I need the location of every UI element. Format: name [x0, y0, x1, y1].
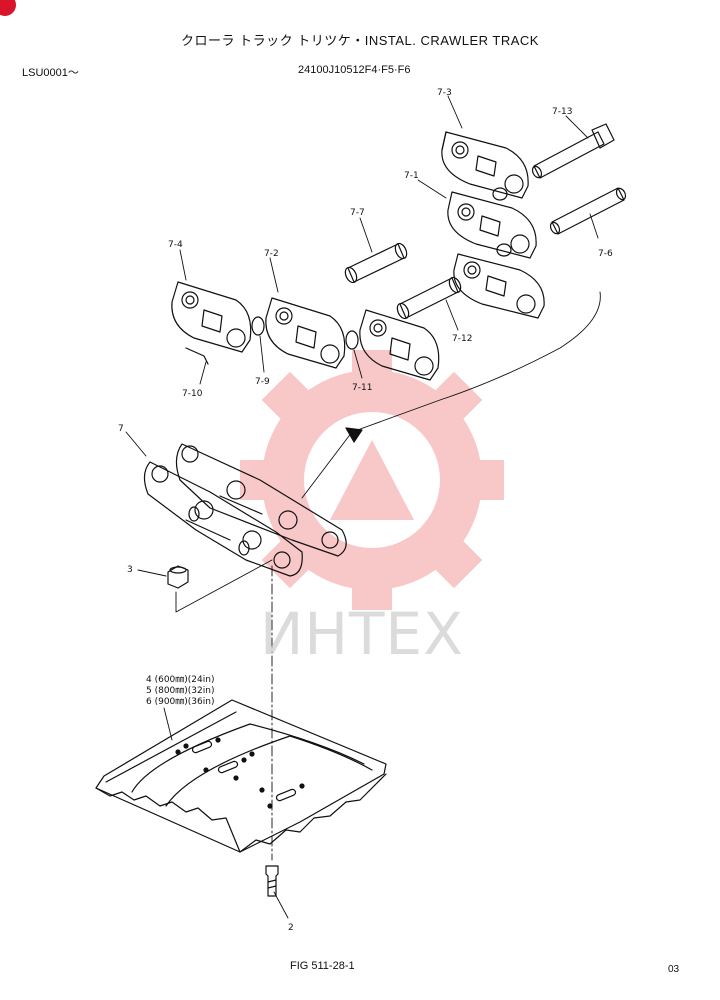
nut-3: [167, 565, 189, 589]
label-7-6: 7-6: [598, 249, 613, 259]
master-pin-7-13: [531, 123, 615, 179]
label-7-1: 7-1: [404, 171, 419, 181]
label-7-2: 7-2: [264, 249, 279, 259]
label-7: 7: [118, 424, 124, 434]
label-7-12: 7-12: [452, 334, 472, 344]
label-3: 3: [127, 565, 133, 575]
model-code: 24100J10512F4·F5·F6: [298, 64, 411, 76]
bushing-7-7: [344, 242, 408, 284]
watermark-text: ИНТЕХ: [260, 600, 464, 668]
label-7-11: 7-11: [352, 383, 372, 393]
label-shoe-600: 4 (600㎜)(24in): [146, 675, 214, 685]
label-shoe-800: 5 (800㎜)(32in): [146, 686, 214, 696]
label-shoe-900: 6 (900㎜)(36in): [146, 697, 214, 707]
label-7-10: 7-10: [182, 389, 203, 399]
pin-7-6: [549, 187, 627, 235]
seal-ring-7-11: [345, 330, 359, 350]
label-7-3: 7-3: [437, 88, 452, 98]
track-link-7-1: [447, 191, 537, 259]
corner-marker: [0, 0, 16, 16]
label-7-13: 7-13: [552, 107, 572, 117]
page-title: クローラ トラック トリツケ・INSTAL. CRAWLER TRACK: [181, 33, 539, 48]
label-2: 2: [288, 923, 294, 933]
label-7-9: 7-9: [255, 377, 270, 387]
page-number: 03: [668, 964, 680, 975]
track-link-7-4: [171, 281, 252, 353]
track-link-lower-right: [453, 253, 545, 319]
shoe-bolt-2: [265, 865, 279, 897]
track-link-middle: [359, 309, 440, 381]
bushing-7-12: [396, 276, 462, 320]
serial-range: LSU0001～: [22, 67, 79, 79]
track-link-7-2: [265, 297, 346, 369]
assembled-track-link-7: [143, 443, 347, 577]
label-7-4: 7-4: [168, 240, 183, 250]
label-7-7: 7-7: [350, 208, 365, 218]
track-shoe-plate: [95, 699, 387, 853]
lock-pin-7-10: [185, 347, 209, 365]
seal-ring-7-9: [251, 316, 265, 336]
figure-number: FIG 511-28-1: [290, 960, 355, 972]
track-link-7-3: [441, 131, 529, 199]
